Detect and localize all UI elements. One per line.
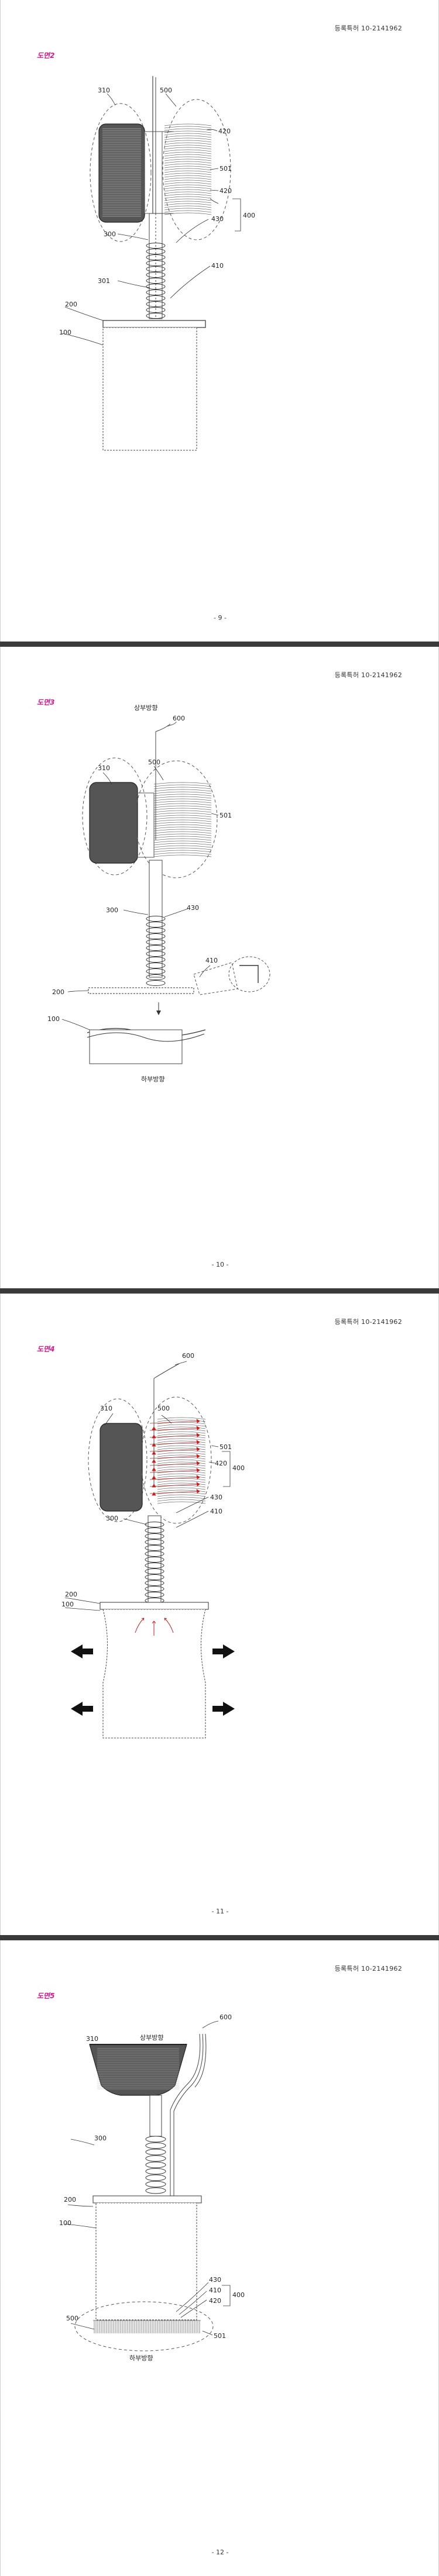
- label-410: 410: [211, 262, 224, 270]
- label-300: 300: [106, 906, 118, 914]
- page-separator: [0, 1288, 439, 1294]
- figure-4-drawing: 600 310 500 501 420 400 430 410 300 200 …: [61, 1352, 245, 1739]
- label-downward-direction: 하부방향: [141, 1075, 164, 1083]
- label-100: 100: [59, 2219, 71, 2227]
- patent-number-header: 등록특허 10-2141962: [334, 1318, 402, 1326]
- label-300: 300: [104, 230, 116, 238]
- label-100: 100: [61, 1601, 74, 1608]
- label-410: 410: [210, 1508, 222, 1515]
- patent-number-header: 등록특허 10-2141962: [334, 25, 402, 32]
- label-upward-direction: 상부방향: [134, 704, 157, 712]
- label-430: 430: [211, 215, 224, 223]
- label-430: 430: [187, 904, 199, 912]
- label-420: 420: [215, 1460, 227, 1467]
- label-310: 310: [98, 87, 110, 94]
- label-100: 100: [47, 1015, 60, 1023]
- label-310: 310: [98, 764, 110, 772]
- label-600: 600: [173, 715, 185, 722]
- figure-5-drawing: 상부방향 600 310 300 200 100 430 410 420 400…: [59, 2013, 245, 2362]
- label-410: 410: [205, 957, 218, 964]
- label-400: 400: [232, 2291, 245, 2299]
- label-400: 400: [232, 1464, 245, 1472]
- label-500: 500: [157, 1405, 170, 1412]
- label-501: 501: [220, 165, 232, 173]
- figure-2-drawing: 310 500 420 501 420 400 430 410 300 301 …: [59, 76, 255, 451]
- label-310: 310: [100, 1405, 112, 1412]
- document-page-1: 등록특허 10-2141962 도면2: [0, 0, 439, 642]
- figure-label: 도면2: [37, 51, 55, 60]
- label-downward-direction: 하부방향: [129, 2354, 153, 2362]
- label-300: 300: [106, 1515, 118, 1522]
- label-upward-direction: 상부방향: [140, 2034, 163, 2042]
- label-501: 501: [220, 812, 232, 819]
- label-430: 430: [210, 1494, 222, 1501]
- label-200: 200: [52, 988, 64, 996]
- label-500: 500: [148, 758, 160, 766]
- label-500: 500: [160, 87, 172, 94]
- figure-label: 도면5: [37, 1992, 55, 2000]
- page-number: - 11 -: [211, 1908, 229, 1915]
- document-page-4: 등록특허 10-2141962 도면5 상: [0, 1940, 439, 2576]
- label-200: 200: [65, 301, 77, 308]
- patent-number-header: 등록특허 10-2141962: [334, 1965, 402, 1972]
- label-200: 200: [64, 2196, 76, 2203]
- page-number: - 9 -: [214, 614, 227, 622]
- document-page-3: 등록특허 10-2141962 도면4: [0, 1294, 439, 1935]
- page-separator: [0, 642, 439, 647]
- label-500: 500: [66, 2315, 78, 2322]
- figure-3-drawing: 상부방향 600 310 500 501 300 430 410 200 100…: [47, 704, 270, 1083]
- label-301: 301: [98, 277, 110, 285]
- label-310: 310: [86, 2035, 98, 2043]
- label-410: 410: [209, 2287, 221, 2294]
- label-100: 100: [59, 329, 71, 336]
- page-number: - 12 -: [211, 2549, 229, 2556]
- label-420: 420: [209, 2297, 221, 2305]
- document-page-2: 등록특허 10-2141962 도면3: [0, 647, 439, 1288]
- label-430: 430: [209, 2276, 221, 2284]
- page-separator: [0, 1935, 439, 1940]
- label-400: 400: [243, 212, 255, 219]
- label-420-top: 420: [218, 127, 231, 135]
- figure-label: 도면3: [37, 698, 55, 706]
- label-200: 200: [65, 1591, 77, 1598]
- label-300: 300: [94, 2134, 107, 2142]
- page-number: - 10 -: [211, 1261, 229, 1268]
- label-420-mid: 420: [220, 187, 232, 195]
- label-600: 600: [220, 2013, 232, 2021]
- label-600: 600: [182, 1352, 194, 1360]
- patent-number-header: 등록특허 10-2141962: [334, 671, 402, 679]
- label-501: 501: [214, 2332, 226, 2340]
- label-501: 501: [220, 1443, 232, 1451]
- figure-label: 도면4: [37, 1345, 55, 1353]
